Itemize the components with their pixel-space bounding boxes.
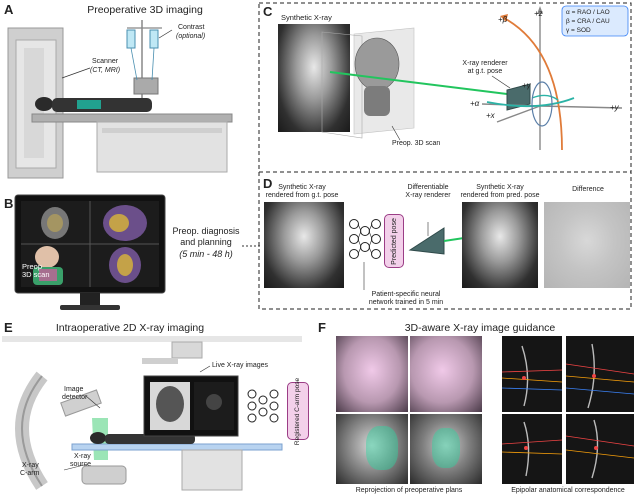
panel-f-letter: F bbox=[318, 320, 326, 335]
epipolar-lines bbox=[501, 343, 635, 479]
reproj-image-4 bbox=[410, 414, 482, 484]
axis-beta: +β bbox=[498, 15, 508, 24]
network-caption-leader bbox=[363, 262, 365, 290]
axis-y: +y bbox=[610, 103, 619, 112]
reproj-caption: Reprojection of preoperative plans bbox=[355, 487, 463, 494]
difference-image bbox=[544, 202, 630, 288]
reproj-image-2 bbox=[410, 336, 482, 412]
axis-z: +z bbox=[534, 9, 543, 18]
gt-xray-label-2: rendered from g.t. pose bbox=[265, 192, 339, 199]
difference-label: Difference bbox=[572, 186, 604, 193]
pred-xray-image bbox=[462, 202, 538, 288]
gt-xray-label-1: Synthetic X-ray bbox=[278, 184, 326, 191]
epipolar-image-4 bbox=[566, 414, 634, 484]
registered-pose-label: Registered C-arm pose bbox=[294, 377, 302, 445]
panel-d-letter: D bbox=[263, 176, 273, 191]
epipolar-image-2 bbox=[566, 336, 634, 412]
legend-alpha: α = RAO / LAO bbox=[566, 9, 610, 16]
panel-f-title: 3D-aware X-ray image guidance bbox=[404, 322, 556, 334]
monitor-illustration bbox=[14, 194, 166, 310]
detector-label-2: detector bbox=[62, 394, 88, 401]
preop-scan-label-2: 3D scan bbox=[22, 270, 50, 279]
reproj-overlay-4 bbox=[432, 428, 460, 468]
predicted-pose-label: Predicted pose bbox=[390, 217, 398, 265]
neural-network-icon bbox=[349, 219, 381, 259]
network-caption-2: network trained in 5 min bbox=[368, 299, 444, 306]
source-label-1: X-ray bbox=[74, 453, 91, 460]
e-neural-network-icon bbox=[247, 389, 279, 423]
legend-gamma: γ = SOD bbox=[566, 27, 591, 34]
diff-renderer-shape bbox=[408, 222, 465, 255]
live-xray-label: Live X-ray images bbox=[212, 362, 269, 369]
renderer-label-2: at g.t. pose bbox=[467, 68, 503, 75]
legend-beta: β = CRA / CAU bbox=[566, 18, 610, 25]
renderer-label-1: X-ray renderer bbox=[462, 60, 508, 67]
reproj-image-1 bbox=[336, 336, 408, 412]
synthetic-xray-label: Synthetic X-ray bbox=[281, 13, 332, 22]
registered-pose-box: Registered C-arm pose bbox=[287, 377, 309, 445]
contrast-sub: (optional) bbox=[176, 33, 206, 40]
scanner-sub: (CT, MRI) bbox=[90, 67, 121, 74]
panel-e-letter: E bbox=[4, 320, 13, 335]
diff-renderer-label-2: X-ray renderer bbox=[405, 192, 451, 199]
source-label-2: source bbox=[70, 461, 92, 468]
c-geometry-svg bbox=[321, 5, 629, 151]
epipolar-image-1 bbox=[502, 336, 562, 412]
diff-renderer-label-1: Differentiable bbox=[407, 184, 449, 191]
carm-label-1: X-ray bbox=[22, 462, 39, 469]
carm-label-2: C-arm bbox=[20, 470, 40, 477]
cd-dashed-frame bbox=[258, 2, 632, 310]
contrast-label: Contrast bbox=[178, 24, 205, 31]
ct-scanner-illustration bbox=[7, 20, 233, 179]
preop-scan-label-c: Preop. 3D scan bbox=[392, 140, 441, 147]
panel-b-letter: B bbox=[4, 196, 14, 211]
diagnosis-time: (5 min - 48 h) bbox=[179, 249, 233, 259]
reproj-image-3 bbox=[336, 414, 408, 484]
c-arm-illustration bbox=[2, 336, 302, 491]
synthetic-xray-plane bbox=[278, 24, 350, 132]
predicted-pose-box: Predicted pose bbox=[384, 214, 404, 268]
reproj-overlay-3 bbox=[366, 426, 398, 470]
axis-gamma: +γ bbox=[522, 81, 531, 90]
pred-xray-label-1: Synthetic X-ray bbox=[476, 184, 524, 191]
axis-alpha: +α bbox=[470, 99, 480, 108]
detector-label-1: Image bbox=[64, 386, 84, 393]
panel-c-letter: C bbox=[263, 4, 273, 19]
network-caption-1: Patient-specific neural bbox=[371, 291, 441, 298]
diagnosis-label-2: and planning bbox=[180, 237, 232, 247]
panel-a-title: Preoperative 3D imaging bbox=[87, 4, 203, 16]
gt-xray-image bbox=[264, 202, 344, 288]
preop-scan-label-1: Preop bbox=[22, 262, 43, 271]
epipolar-caption: Epipolar anatomical correspondence bbox=[511, 487, 625, 494]
pred-xray-label-2: rendered from pred. pose bbox=[460, 192, 540, 199]
scanner-label: Scanner bbox=[92, 58, 119, 65]
panel-e-title: Intraoperative 2D X-ray imaging bbox=[55, 322, 205, 334]
panel-a-letter: A bbox=[4, 2, 14, 17]
epipolar-image-3 bbox=[502, 414, 562, 484]
diagnosis-label-1: Preop. diagnosis bbox=[172, 226, 240, 236]
axis-x: +x bbox=[486, 111, 495, 120]
